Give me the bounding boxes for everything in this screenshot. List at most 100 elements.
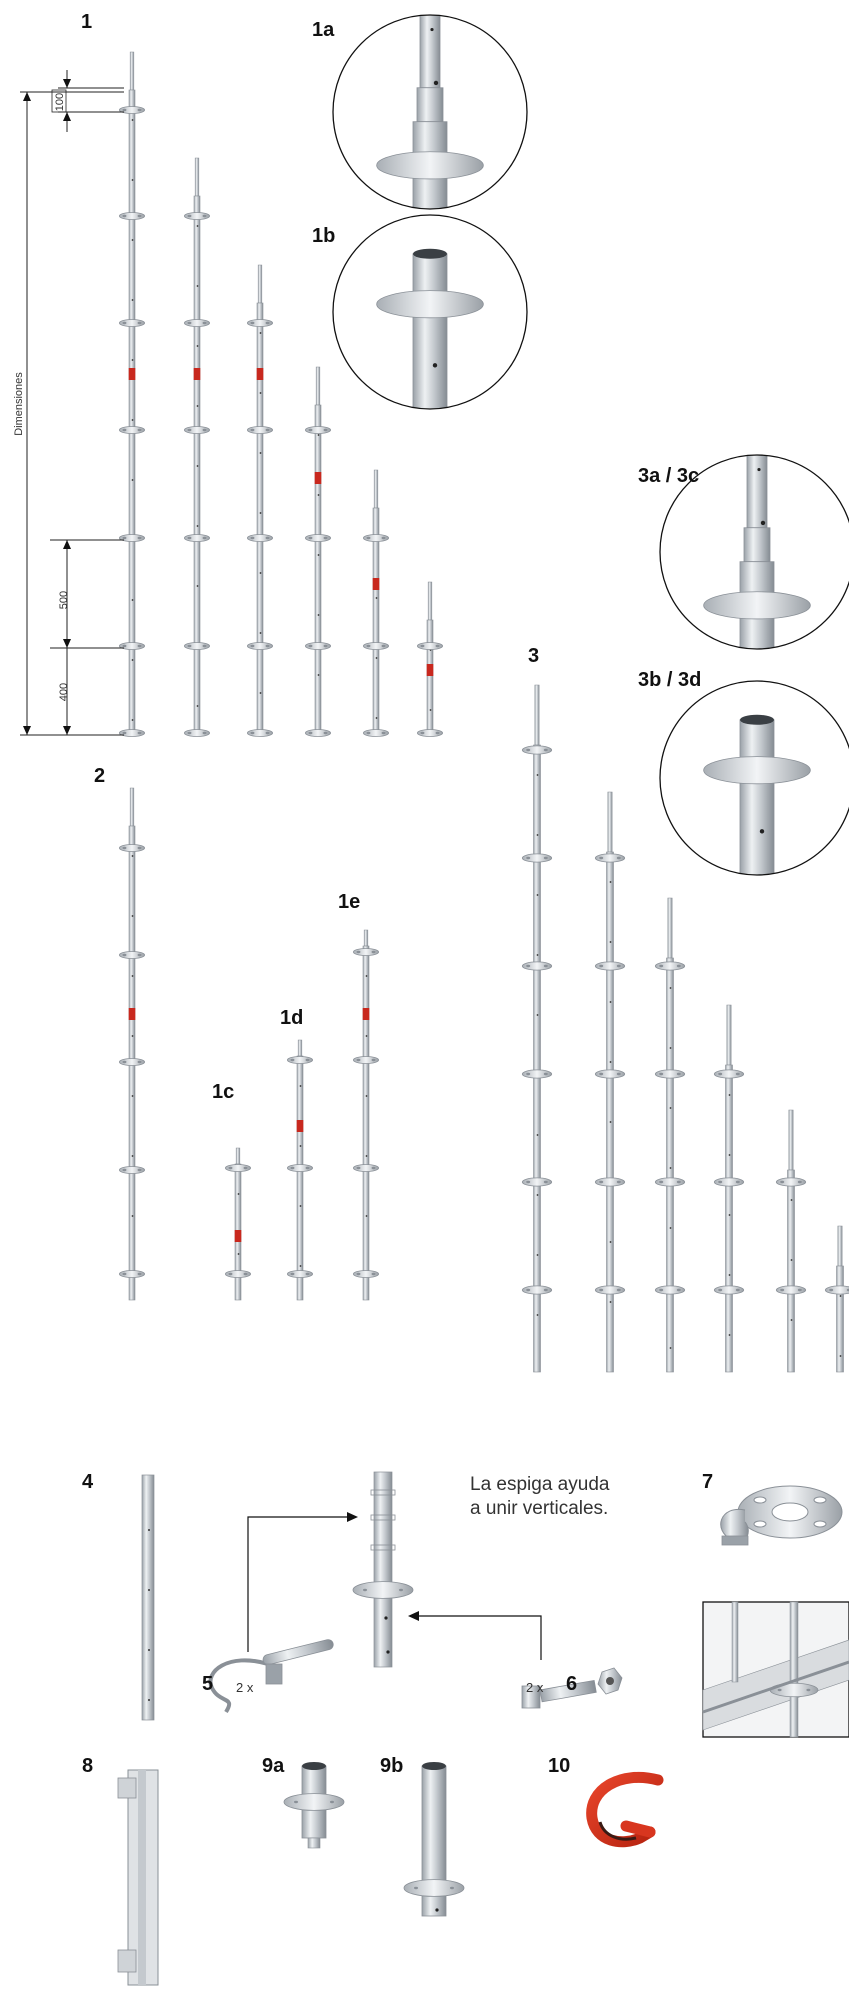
standard-1-a [119, 51, 146, 737]
rosette [521, 853, 553, 863]
quantity-5: 2 x [236, 1680, 254, 1695]
rosette [119, 106, 146, 114]
tube [372, 507, 380, 736]
spigot [297, 1039, 303, 1057]
item-6-bolt [521, 1667, 623, 1709]
rosette [246, 642, 273, 650]
label-9a: 9a [262, 1755, 285, 1777]
detail-spigot [746, 455, 768, 529]
rosette [119, 212, 146, 220]
item-8-bracket [117, 1769, 159, 1986]
spigot [534, 684, 540, 746]
rosette [594, 961, 626, 971]
pointer-arrows [247, 1512, 542, 1660]
spigot [837, 1225, 843, 1267]
joint-tube [373, 1471, 393, 1668]
spigot [129, 787, 135, 827]
spigot [667, 897, 673, 959]
detail-collar [416, 87, 444, 123]
detail-1b [332, 214, 528, 410]
rosette [352, 1056, 379, 1064]
red-band [296, 1120, 304, 1132]
item-9b-socket [403, 1762, 465, 1917]
tube [606, 851, 614, 1373]
label-1d: 1d [280, 1007, 304, 1029]
red-band [193, 368, 201, 380]
detail-tube-opening [740, 714, 774, 725]
item-5-clip-pin [208, 1639, 334, 1714]
clip-spring [208, 1658, 269, 1714]
red-band [128, 368, 136, 380]
red-band [234, 1230, 242, 1242]
label-2: 2 [94, 765, 106, 787]
joint-ring [370, 1514, 396, 1521]
rosette [246, 729, 273, 737]
standard-3-c [654, 897, 686, 1373]
red-band [372, 578, 380, 590]
clip-pin-head [265, 1663, 283, 1685]
rosette [594, 1177, 626, 1187]
rosette [352, 1164, 379, 1172]
illustration-ledger [702, 1660, 849, 1714]
label-3: 3 [528, 645, 540, 667]
detail-circle-outline [659, 680, 849, 876]
red-band [128, 1008, 136, 1020]
standard-3-f [824, 1225, 849, 1373]
rosette [119, 1166, 146, 1174]
standard-1-f [416, 581, 443, 737]
spigot [257, 264, 263, 304]
rosette [713, 1069, 745, 1079]
rosette [119, 642, 146, 650]
spigot [235, 1147, 241, 1165]
detail-spigot [419, 15, 441, 89]
bolt-shaft [539, 1679, 597, 1703]
detail-circle-outline [332, 14, 528, 210]
pointer-arrow-6 [418, 1615, 542, 1660]
label-10: 10 [548, 1755, 571, 1777]
detail-rosette [376, 151, 484, 180]
standard-1-d [304, 366, 331, 737]
rosette [362, 642, 389, 650]
rosette [521, 1069, 553, 1079]
rosette [594, 853, 626, 863]
quantity-6: 2 x [526, 1680, 544, 1695]
illustration-standard [789, 1601, 799, 1738]
detail-rosette [376, 290, 484, 319]
rosette [713, 1285, 745, 1295]
item-10-hook [586, 1771, 664, 1848]
standard-1d [286, 1039, 313, 1301]
detail-tube [412, 253, 448, 409]
joint-ring [370, 1489, 396, 1496]
tube [128, 89, 136, 736]
dimension-title: Dimensiones [13, 372, 25, 436]
standard-3-a [521, 684, 553, 1373]
spigot-joint [352, 1471, 414, 1668]
spigot [427, 581, 433, 621]
dimension-100: 100 [54, 92, 66, 112]
rosette [183, 319, 210, 327]
rosette [654, 1285, 686, 1295]
rosette [824, 1285, 849, 1295]
tube [256, 302, 264, 736]
tube [362, 945, 370, 1301]
rosette [183, 642, 210, 650]
detail-tube-opening [413, 248, 447, 259]
spigot [363, 929, 369, 947]
detail-tube [739, 719, 775, 875]
rosette [654, 961, 686, 971]
detail-3b-3d [659, 680, 849, 876]
rosette [286, 1270, 313, 1278]
rosette [119, 534, 146, 542]
standard-1e [352, 929, 379, 1301]
rosette [521, 1177, 553, 1187]
rosette [119, 951, 146, 959]
rosette [654, 1177, 686, 1187]
bracket-tab-top [117, 1777, 137, 1799]
rosette [246, 534, 273, 542]
spigot [607, 791, 613, 853]
rosette [304, 642, 331, 650]
label-3a-3c: 3a / 3c [638, 465, 700, 487]
deck-board [702, 1639, 849, 1731]
rosette [594, 1285, 626, 1295]
